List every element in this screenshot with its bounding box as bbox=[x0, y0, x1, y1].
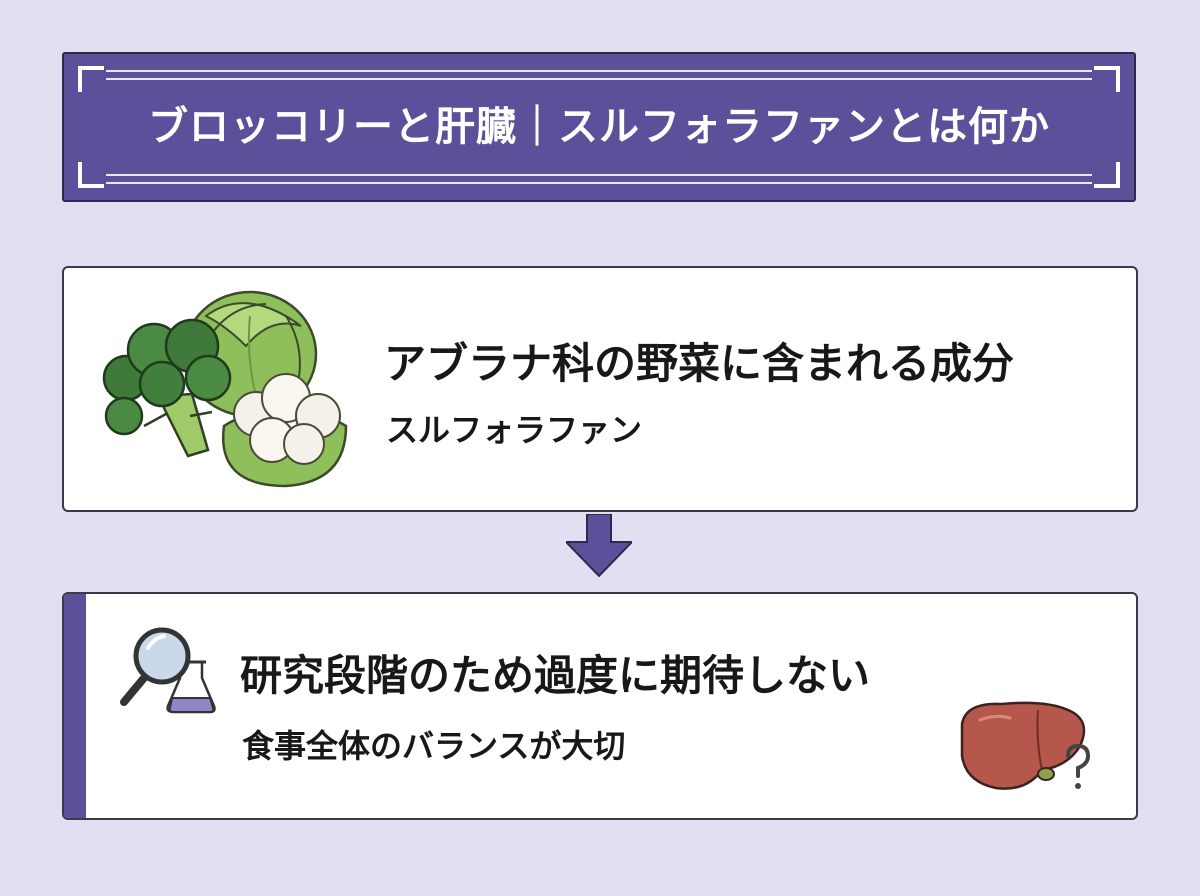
card-subtext: スルフォラファン bbox=[386, 411, 643, 449]
title-rule bbox=[106, 182, 1092, 184]
title-rule bbox=[106, 174, 1092, 176]
card-subtext: 食事全体のバランスが大切 bbox=[242, 727, 626, 765]
corner-bracket bbox=[78, 162, 104, 188]
card-accent-bar bbox=[64, 594, 86, 818]
title-banner: ブロッコリーと肝臓｜スルフォラファンとは何か bbox=[62, 52, 1136, 202]
corner-bracket bbox=[1094, 66, 1120, 92]
title-rule bbox=[106, 78, 1092, 80]
card-heading: アブラナ科の野菜に含まれる成分 bbox=[384, 339, 1015, 388]
card-component: 研究段階のため過度に期待しない 食事全体のバランスが大切 bbox=[62, 592, 1138, 820]
card-heading: 研究段階のため過度に期待しない bbox=[240, 651, 871, 700]
magnifier-flask-icon bbox=[120, 627, 216, 714]
liver-question-icon bbox=[960, 701, 1091, 790]
broccoli-cabbage-cauliflower-icon bbox=[102, 290, 348, 488]
corner-bracket bbox=[1094, 162, 1120, 188]
title-rule bbox=[106, 70, 1092, 72]
corner-bracket bbox=[78, 66, 104, 92]
arrow-down-icon bbox=[566, 514, 632, 578]
page-title: ブロッコリーと肝臓｜スルフォラファンとは何か bbox=[148, 104, 1050, 150]
